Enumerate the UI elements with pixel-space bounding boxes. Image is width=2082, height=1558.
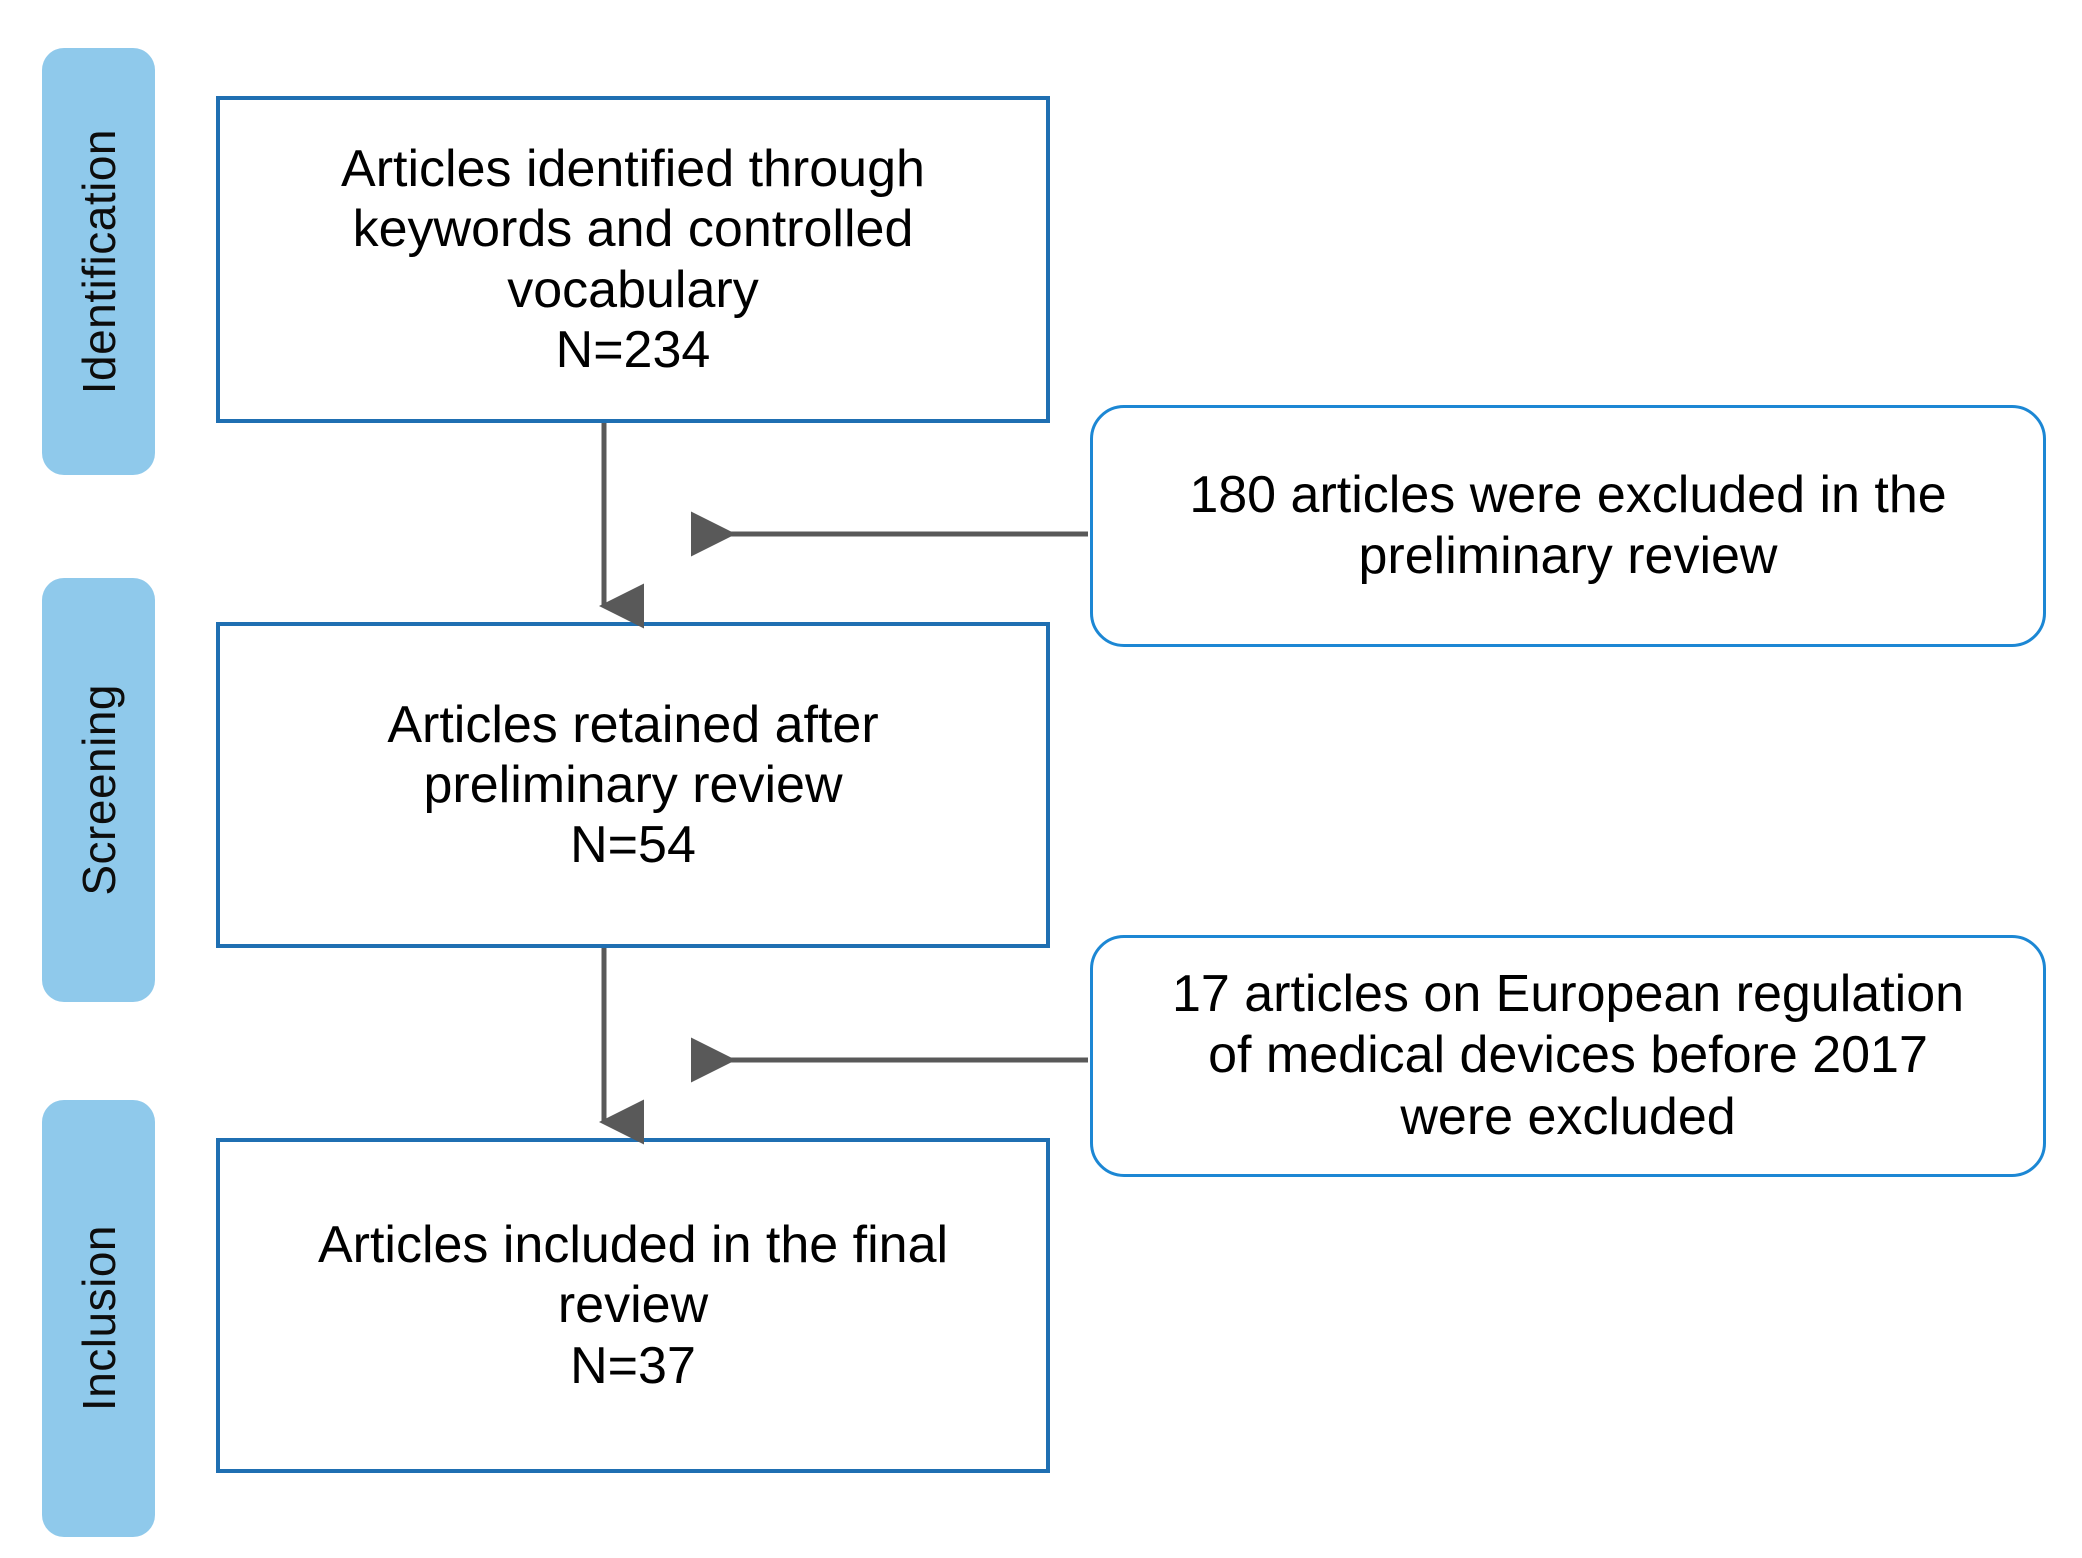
- exclusion-box-pre-2017: 17 articles on European regulation of me…: [1090, 935, 2046, 1177]
- flow-box-retained-line2: preliminary review: [423, 755, 843, 814]
- stage-label-inclusion: Inclusion: [72, 1225, 125, 1412]
- stage-bar-screening: Screening: [42, 578, 155, 1002]
- stage-bar-inclusion: Inclusion: [42, 1100, 155, 1537]
- stage-label-identification: Identification: [72, 128, 125, 395]
- flow-box-included-line1: Articles included in the final: [317, 1216, 949, 1275]
- exclusion-box-pre-2017-text: 17 articles on European regulation of me…: [1146, 964, 1990, 1148]
- flow-box-included-text: Articles included in the final review N=…: [296, 1215, 970, 1396]
- flow-box-retained-line1: Articles retained after: [387, 695, 879, 754]
- exclusion-box-pre-2017-line3: were excluded: [1400, 1087, 1736, 1146]
- flow-box-identified-count: N=234: [555, 320, 711, 379]
- flow-box-included-count: N=37: [570, 1336, 696, 1395]
- flow-box-identified-line3: vocabulary: [507, 260, 759, 319]
- exclusion-box-preliminary-line2: preliminary review: [1358, 527, 1778, 585]
- exclusion-box-preliminary-line1: 180 articles were excluded in the: [1189, 465, 1947, 524]
- flow-box-identified-line1: Articles identified through: [341, 139, 925, 198]
- flow-box-identified: Articles identified through keywords and…: [216, 96, 1050, 423]
- flow-box-included: Articles included in the final review N=…: [216, 1138, 1050, 1473]
- stage-label-screening: Screening: [72, 684, 125, 896]
- flow-box-included-line2: review: [557, 1276, 709, 1335]
- stage-bar-identification: Identification: [42, 48, 155, 475]
- flow-box-identified-line2: keywords and controlled: [352, 200, 914, 259]
- flow-box-retained: Articles retained after preliminary revi…: [216, 622, 1050, 948]
- exclusion-box-preliminary: 180 articles were excluded in the prelim…: [1090, 405, 2046, 647]
- flow-box-identified-text: Articles identified through keywords and…: [319, 139, 947, 380]
- flow-box-retained-count: N=54: [570, 816, 696, 875]
- exclusion-box-preliminary-text: 180 articles were excluded in the prelim…: [1163, 465, 1972, 588]
- flow-box-retained-text: Articles retained after preliminary revi…: [365, 695, 900, 876]
- exclusion-box-pre-2017-line1: 17 articles on European regulation: [1171, 964, 1965, 1023]
- exclusion-box-pre-2017-line2: of medical devices before 2017: [1208, 1026, 1928, 1085]
